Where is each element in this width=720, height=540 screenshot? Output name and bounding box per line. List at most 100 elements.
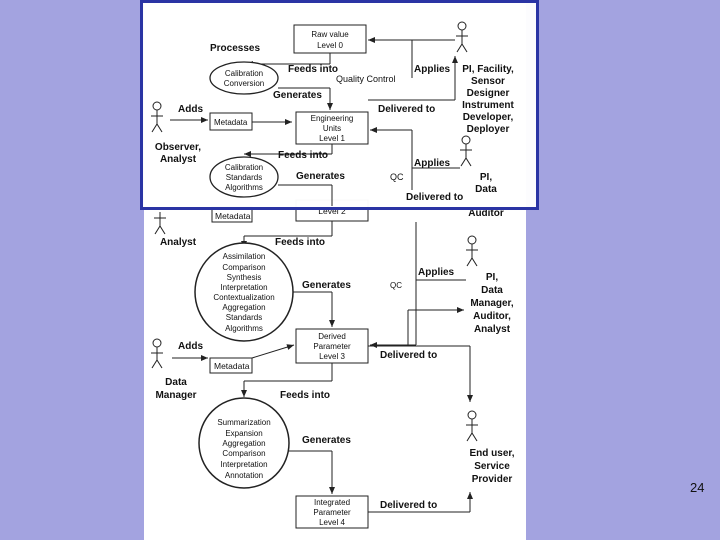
generates-3-label: Generates xyxy=(302,280,351,291)
process-summarization-circle xyxy=(198,397,290,489)
generates-4-label: Generates xyxy=(302,435,351,446)
svg-text:Analyst: Analyst xyxy=(160,154,197,165)
auditor-label: Auditor xyxy=(468,208,504,219)
svg-text:Comparison: Comparison xyxy=(222,449,265,458)
cal-standards-labels: Calibration Standards Algorithms xyxy=(225,163,263,192)
applies-1-label: Applies xyxy=(414,64,451,75)
feeds-into-4-label: Feeds into xyxy=(280,390,330,401)
process4-text: Summarization Expansion Aggregation Comp… xyxy=(217,418,270,480)
svg-text:Provider: Provider xyxy=(472,474,513,485)
generates-2-label: Generates xyxy=(296,171,345,182)
level4-labels: Integrated Parameter Level 4 xyxy=(313,498,351,527)
metadata-label-1: Metadata xyxy=(214,118,248,127)
svg-text:End user,: End user, xyxy=(469,448,514,459)
metadata-label-2: Metadata xyxy=(215,211,251,221)
delivered-to-2-label: Delivered to xyxy=(406,192,463,203)
svg-text:Engineering: Engineering xyxy=(311,114,354,123)
svg-text:Interpretation: Interpretation xyxy=(220,283,267,292)
process3-text: Assimilation Comparison Synthesis Interp… xyxy=(213,252,274,333)
data-manager-left-stick-figure xyxy=(151,338,163,369)
svg-text:Analyst: Analyst xyxy=(474,324,511,335)
svg-text:Comparison: Comparison xyxy=(222,263,265,272)
svg-text:Aggregation: Aggregation xyxy=(222,303,265,312)
qc-2-label: QC xyxy=(390,281,402,290)
level3-labels: Derived Parameter Level 3 xyxy=(313,332,351,361)
svg-text:Assimilation: Assimilation xyxy=(223,252,266,261)
delivered-to-1-label: Delivered to xyxy=(378,104,435,115)
analyst-stick-figure xyxy=(154,212,166,235)
metadata-note-3 xyxy=(209,357,253,374)
svg-text:Data: Data xyxy=(481,285,503,296)
svg-text:Calibration: Calibration xyxy=(225,163,263,172)
svg-text:Expansion: Expansion xyxy=(225,429,262,438)
level1-labels: Engineering Units Level 1 xyxy=(311,114,354,143)
calibration-standards-ellipse xyxy=(209,156,279,198)
page-number: 24 xyxy=(690,480,705,495)
delivered-to-3-label: Delivered to xyxy=(380,350,437,361)
svg-text:Designer: Designer xyxy=(467,88,510,99)
quality-control-label: Quality Control xyxy=(336,74,396,84)
svg-text:PI, Facility,: PI, Facility, xyxy=(462,64,514,75)
end-user-stick-figure xyxy=(466,410,478,442)
level3-box xyxy=(295,328,369,364)
svg-text:Level 3: Level 3 xyxy=(319,352,345,361)
generates-1-label: Generates xyxy=(273,90,322,101)
svg-text:Synthesis: Synthesis xyxy=(227,273,262,282)
svg-text:Instrument: Instrument xyxy=(462,100,514,111)
svg-text:Data: Data xyxy=(475,184,497,195)
svg-text:Developer,: Developer, xyxy=(463,112,514,123)
svg-text:Derived: Derived xyxy=(318,332,346,341)
applies-3-label: Applies xyxy=(418,267,455,278)
svg-text:Observer,: Observer, xyxy=(155,142,201,153)
pi-facility-stick-figure xyxy=(456,21,468,53)
highlight-diagram: Raw value Level 0 Processes Applies Qual… xyxy=(151,21,515,206)
processes-label: Processes xyxy=(210,43,260,54)
level1-box xyxy=(295,111,369,145)
svg-text:Service: Service xyxy=(474,461,510,472)
svg-text:Units: Units xyxy=(323,124,341,133)
actor-pi-labels: PI, Facility, Sensor Designer Instrument… xyxy=(462,64,514,135)
level0-label-line2: Level 0 xyxy=(317,41,343,50)
level4-box xyxy=(295,495,369,529)
svg-text:Interpretation: Interpretation xyxy=(220,460,267,469)
delivered-to-4-label: Delivered to xyxy=(380,500,437,511)
qc-1-label: QC xyxy=(390,172,404,182)
data-manager-stick-figure xyxy=(466,235,478,267)
svg-text:PI,: PI, xyxy=(486,272,498,283)
metadata-note-1 xyxy=(209,112,253,131)
svg-text:Manager,: Manager, xyxy=(470,298,514,309)
svg-text:Standards: Standards xyxy=(226,313,262,322)
svg-text:Standards: Standards xyxy=(226,173,262,182)
svg-text:Summarization: Summarization xyxy=(217,418,270,427)
svg-text:Level 1: Level 1 xyxy=(319,134,345,143)
actor-manager-labels: PI, Data Manager, Auditor, Analyst xyxy=(470,272,514,335)
calibration-label-line1: Calibration xyxy=(225,69,263,78)
actor-observer-labels: Observer, Analyst xyxy=(155,142,201,165)
svg-text:Sensor: Sensor xyxy=(471,76,505,87)
level2-label: Level 2 xyxy=(318,206,346,216)
svg-text:Annotation: Annotation xyxy=(225,471,263,480)
calibration-conversion-ellipse xyxy=(209,61,279,95)
svg-text:Auditor,: Auditor, xyxy=(473,311,511,322)
actor-pi2-labels: PI, Data xyxy=(475,172,497,195)
level0-box xyxy=(293,24,367,54)
feeds-into-1-label: Feeds into xyxy=(288,64,338,75)
pi-data-stick-figure xyxy=(460,135,472,167)
svg-text:Contextualization: Contextualization xyxy=(213,293,274,302)
applies-2-label: Applies xyxy=(414,158,451,169)
adds-2-label: Adds xyxy=(178,341,203,352)
actor-datamanager-labels: Data Manager xyxy=(155,377,196,401)
level0-label-line1: Raw value xyxy=(311,30,349,39)
svg-text:Manager: Manager xyxy=(155,390,196,401)
svg-text:Aggregation: Aggregation xyxy=(222,439,265,448)
metadata-label-3: Metadata xyxy=(214,361,250,371)
adds-1-label: Adds xyxy=(178,104,203,115)
svg-text:Deployer: Deployer xyxy=(467,124,510,135)
svg-text:Algorithms: Algorithms xyxy=(225,324,263,333)
svg-text:Integrated: Integrated xyxy=(314,498,350,507)
analyst-label: Analyst xyxy=(160,237,197,248)
svg-text:Level 4: Level 4 xyxy=(319,518,345,527)
feeds-into-2-label: Feeds into xyxy=(278,150,328,161)
feeds-into-3-label: Feeds into xyxy=(275,237,325,248)
